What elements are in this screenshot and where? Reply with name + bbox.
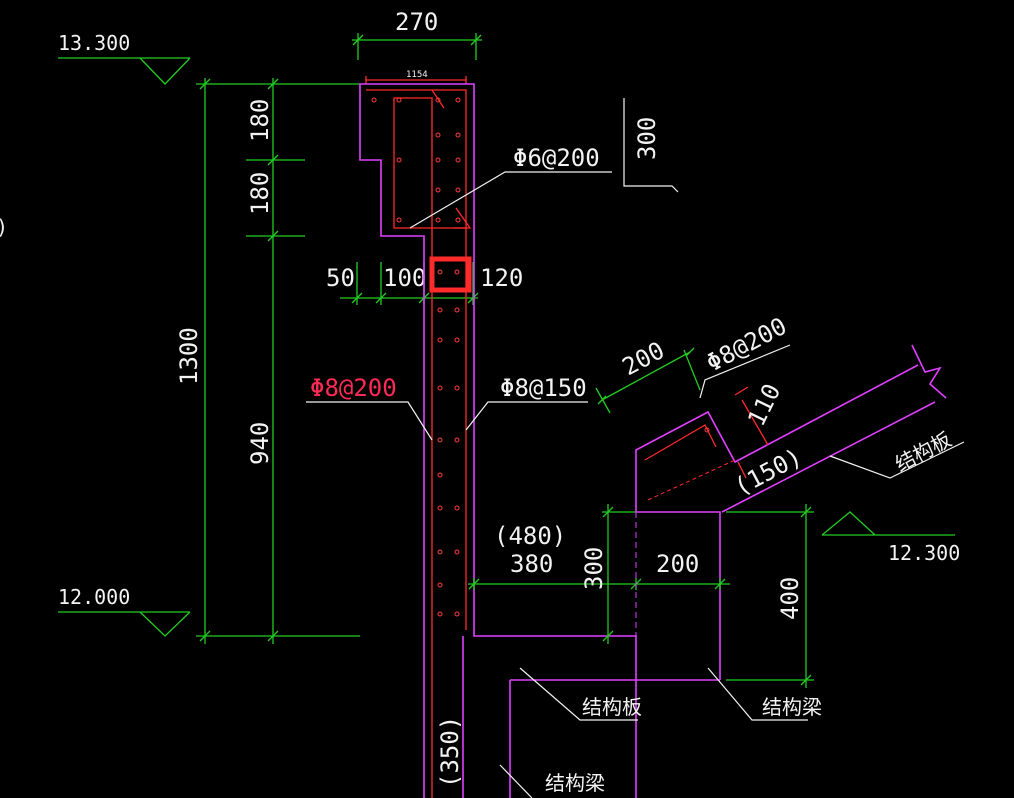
dim-mid-100: 100 <box>383 264 426 292</box>
dim-beam-200: 200 <box>656 550 699 578</box>
dim-mid-120: 120 <box>480 264 523 292</box>
dim-top-width: 270 <box>395 8 438 36</box>
dim-slab-200: 200 <box>618 336 669 381</box>
dimension-left-vertical: 1300 180 180 940 <box>175 78 360 644</box>
dim-slab-110: 110 <box>742 379 786 430</box>
level-label-right: 12.300 <box>888 541 960 565</box>
highlight-box[interactable] <box>429 256 472 293</box>
dim-beam-380: 380 <box>510 550 553 578</box>
leader-dim-300-top: 300 <box>623 98 679 193</box>
parapet-concrete-outline <box>359 83 947 798</box>
label-slab-rebar: Φ8@200 <box>702 312 792 377</box>
dim-right-300-top: 300 <box>633 117 661 160</box>
leader-wall-left: Φ8@200 <box>306 374 433 441</box>
dim-bottom-350: (350) <box>436 716 464 788</box>
dim-left-v2: 180 <box>246 172 274 215</box>
level-label-bottom: 12.000 <box>58 585 130 609</box>
level-mark-13300: 13.300 <box>58 31 191 85</box>
dimension-slope-110: 110 (150) <box>730 379 807 501</box>
rebar-dots <box>371 97 710 617</box>
dim-top-small: 1154 <box>406 70 428 80</box>
leader-top-stirrup: Φ6@200 <box>409 144 612 229</box>
dimension-270: 270 <box>352 8 482 60</box>
dim-beam-300: 300 <box>580 547 608 590</box>
dimension-beam: (480) 380 200 300 400 <box>468 504 814 688</box>
level-label-top: 13.300 <box>58 31 130 55</box>
label-struct-beam-bottom: 结构梁 <box>545 771 605 795</box>
dim-left-v1: 180 <box>246 99 274 142</box>
leader-wall-right: Φ8@150 <box>465 374 588 431</box>
dim-beam-480: (480) <box>494 522 566 550</box>
label-wall-left: Φ8@200 <box>310 374 397 402</box>
level-mark-12300: 12.300 <box>821 511 960 565</box>
label-wall-right: Φ8@150 <box>500 374 587 402</box>
label-struct-slab-right: 结构板 <box>891 427 955 476</box>
label-struct-beam-right: 结构梁 <box>762 695 822 719</box>
dim-beam-400: 400 <box>776 577 804 620</box>
leader-struct-slab-bottom: 结构板 <box>519 667 642 721</box>
dim-left-total: 1300 <box>175 327 203 385</box>
leader-struct-slab-right: 结构板 <box>829 427 965 479</box>
dimension-mid-chain: 50 100 120 <box>326 262 523 305</box>
leader-struct-beam-bottom: 结构梁 <box>499 764 605 798</box>
dim-mid-50: 50 <box>326 264 355 292</box>
rebar-cage <box>366 89 769 798</box>
dim-slab-150: (150) <box>730 443 807 502</box>
label-struct-slab-bottom: 结构板 <box>582 695 642 719</box>
edge-fragment-text: ) <box>0 215 8 239</box>
dimension-slope-200: 200 <box>595 336 701 414</box>
label-top-stirrup: Φ6@200 <box>513 144 600 172</box>
dimension-1154: 1154 <box>365 70 467 84</box>
level-mark-12000: 12.000 <box>58 585 191 637</box>
dim-left-v3: 940 <box>246 422 274 465</box>
leader-slab-rebar: Φ8@200 <box>699 312 792 399</box>
leader-struct-beam-right: 结构梁 <box>707 667 822 721</box>
